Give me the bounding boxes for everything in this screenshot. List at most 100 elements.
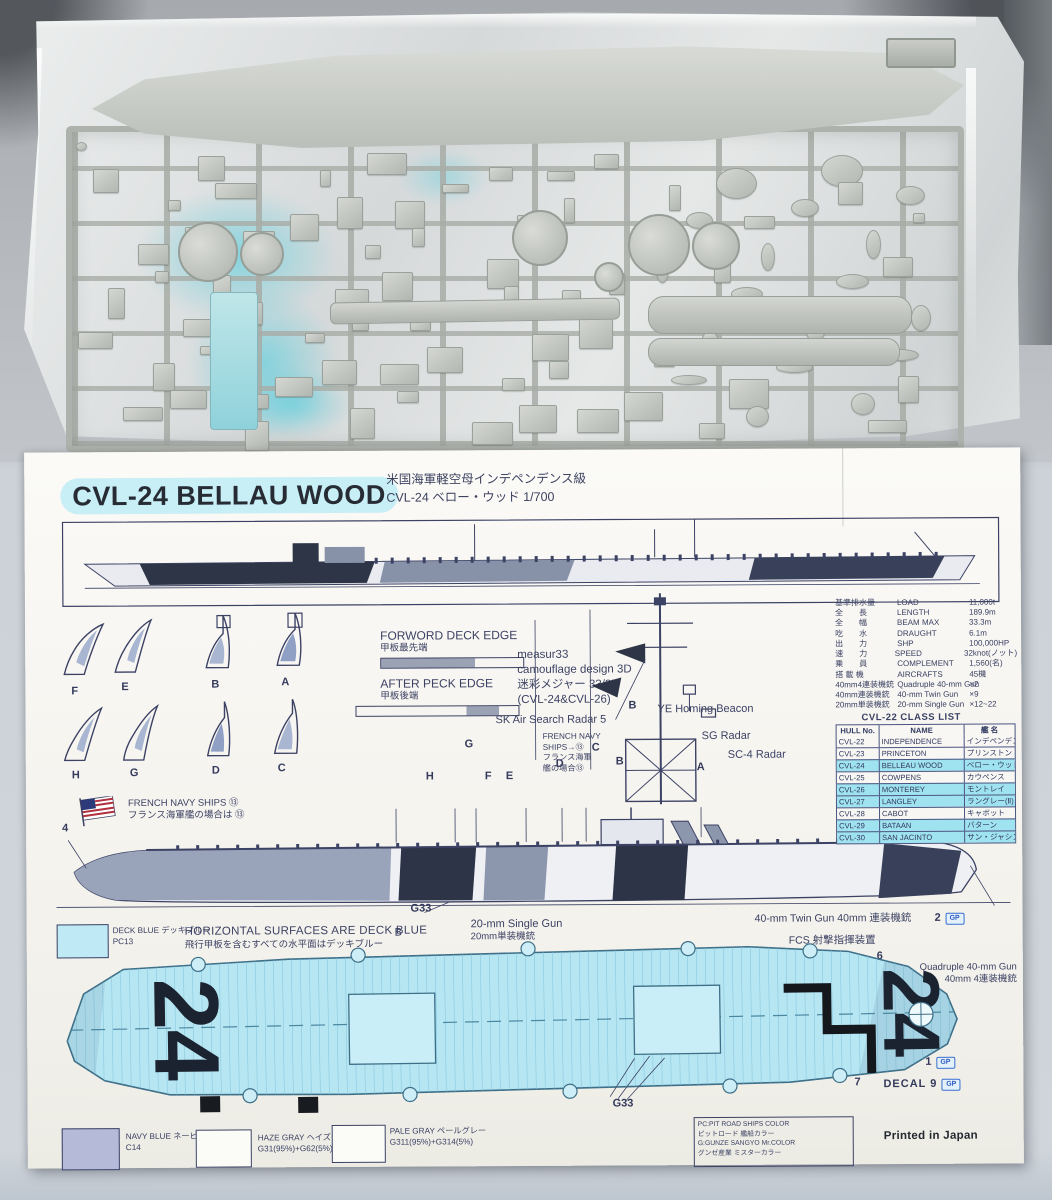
plastic-part: [519, 405, 557, 433]
table-cell-val: 1,560(名): [969, 658, 1003, 669]
hull-section-detail: D: [197, 699, 249, 777]
section-letter: D: [211, 764, 220, 777]
section-letter: A: [281, 676, 290, 689]
swatch-line: PALE GRAY ペールグレー: [389, 1126, 487, 1136]
section-letter: E: [121, 681, 129, 694]
callout-number: 7: [854, 1076, 861, 1089]
table-cell-en: 40-mm Twin Gun: [897, 689, 959, 700]
plastic-part: [532, 334, 569, 361]
plastic-part: [744, 216, 775, 229]
plastic-part: [305, 333, 325, 343]
forward-deck-edge-jp: 甲板最先端: [380, 642, 428, 654]
table-cell-en: BEAM MAX: [897, 618, 940, 628]
table-cell-name: LANGLEY: [879, 795, 965, 808]
table-cell-jp: 吃 水: [835, 628, 868, 639]
decal9-label: DECAL 9: [883, 1077, 938, 1091]
g33-label: G33: [410, 902, 432, 915]
header-hull: HULL No.: [836, 725, 880, 737]
table-cell-val: ×2: [969, 679, 979, 689]
plastic-part: [322, 360, 357, 385]
hull-section-detail: C: [263, 697, 315, 774]
plastic-part: [761, 243, 775, 271]
table-cell-jp: 40mm4連装機銃: [835, 679, 895, 690]
table-cell-jp: キャボット: [967, 808, 1006, 818]
plastic-part: [883, 257, 913, 277]
plastic-part: [624, 392, 663, 421]
plastic-part: [577, 409, 619, 433]
photo-background: [0, 0, 1052, 462]
plastic-part: [489, 167, 513, 181]
sk-radar-label: SK Air Search Radar 5: [495, 713, 607, 727]
callout-letter: B: [628, 699, 637, 712]
sprue-letter-tag: [886, 38, 956, 68]
table-cell-name: INDEPENDENCE: [879, 735, 965, 748]
pale-gray-label: PALE GRAY ペールグレー G311(95%)+G314(5%): [390, 1126, 487, 1148]
callout-letter: D: [555, 757, 564, 770]
gun-tub-part: [178, 222, 238, 282]
section-letter: H: [71, 769, 80, 782]
ye-beacon-label: YE Homing Beacon: [657, 702, 754, 716]
plastic-part: [547, 171, 575, 181]
plastic-part: [123, 407, 163, 421]
table-cell-jp: モントレイ: [966, 784, 1005, 794]
plastic-part: [442, 184, 469, 193]
subtitle: 米国海軍軽空母インデペンデンス級 CVL-24 ベロー・ウッド 1/700: [386, 471, 586, 507]
gun-tub-part: [692, 222, 740, 270]
table-cell-jp: カウペンス: [966, 772, 1005, 782]
table-cell-jp: 搭 載 機: [835, 669, 864, 680]
plastic-part: [168, 200, 181, 211]
plastic-part: [729, 379, 769, 409]
haze-gray-swatch: [195, 1129, 252, 1168]
sg-radar-label: SG Radar: [701, 729, 751, 743]
plastic-part: [594, 154, 619, 169]
plastic-part: [198, 156, 225, 181]
plastic-part: [170, 390, 207, 409]
plastic-part: [564, 198, 575, 223]
table-cell-val: 6.1m: [969, 628, 987, 638]
callout-letter: A: [696, 761, 705, 774]
navy-blue-swatch: [61, 1128, 120, 1171]
table-cell-en: LENGTH: [896, 608, 930, 618]
callout-letter: F: [484, 770, 492, 783]
plastic-part: [395, 201, 425, 229]
plastic-part: [78, 332, 113, 349]
table-cell-jp: 基準排水量: [834, 598, 875, 608]
table-cell-en: Quadruple 40-mm Gun: [897, 679, 980, 689]
callout-letter: G: [464, 738, 474, 751]
table-cell-hull: CVL-25: [836, 772, 880, 784]
table-cell-jp: ラングレー(Ⅱ): [966, 796, 1014, 806]
plastic-part: [669, 185, 681, 211]
table-cell-val: ×9: [969, 689, 979, 699]
gun-tub-part: [512, 210, 568, 266]
plastic-part: [911, 305, 931, 331]
callout-letter: B: [615, 755, 624, 768]
class-list-title: CVL-22 CLASS LIST: [861, 711, 961, 724]
callout-letter: E: [505, 770, 514, 783]
plastic-part: [716, 168, 757, 199]
plastic-part: [821, 155, 863, 187]
table-cell-name: BATAAN: [880, 819, 966, 832]
table-cell-name: MONTEREY: [879, 783, 965, 796]
callout-2: 2 GP: [935, 908, 965, 926]
table-cell-jp: 速 力: [835, 649, 868, 659]
decal-badge: GP: [941, 1078, 961, 1091]
hull-section-detail: B: [197, 613, 249, 691]
table-cell-en: LOAD: [896, 597, 919, 608]
hull-section-detail: E: [107, 616, 159, 693]
plastic-part: [913, 213, 925, 223]
callout-letter: C: [591, 741, 600, 754]
table-cell-jp: サン・ジャシント: [967, 832, 1016, 842]
camouflage-profile-main: [56, 807, 1011, 913]
table-cell-val: 100,000HP: [969, 638, 1010, 648]
plastic-part: [215, 183, 257, 199]
plastic-part: [380, 364, 419, 385]
header-jp: 艦 名: [980, 725, 999, 735]
plastic-part: [896, 186, 925, 205]
